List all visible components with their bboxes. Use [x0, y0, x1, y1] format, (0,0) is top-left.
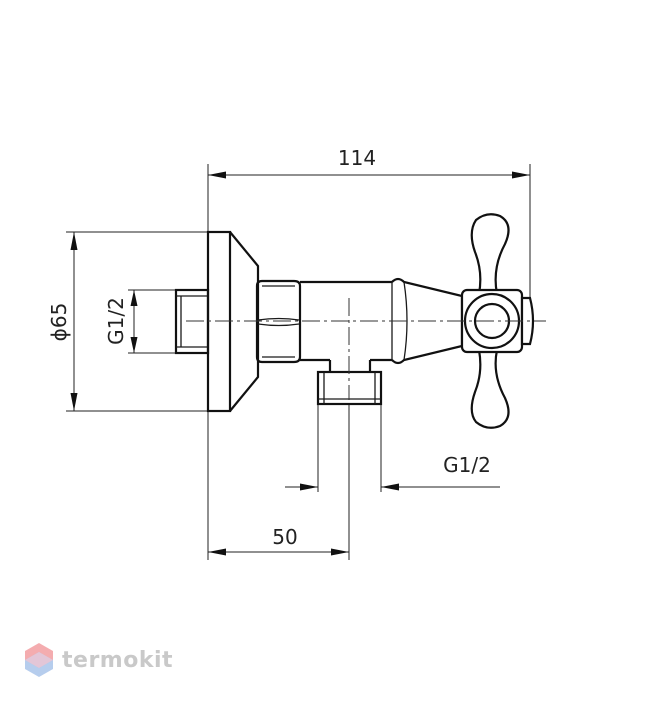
- handle-upper-arm: [470, 213, 510, 296]
- outlet-offset-label: 50: [272, 525, 297, 549]
- brand-name: termokit: [62, 647, 174, 673]
- body-cylinder: [300, 280, 392, 362]
- flange-diameter-label: ϕ65: [47, 303, 71, 342]
- dimension-outlet-thread: G1/2: [285, 404, 500, 492]
- hexagon-logo-icon: [25, 643, 53, 677]
- valve-body: [174, 230, 464, 413]
- dimension-outlet-offset: 50: [207, 404, 350, 560]
- termokit-watermark: termokit: [24, 640, 173, 680]
- outlet-thread-label: G1/2: [443, 453, 491, 477]
- dimension-overall-width: 114: [207, 146, 531, 300]
- centerlines: [186, 298, 546, 400]
- hex-nut: [255, 279, 302, 364]
- dimension-flange-diameter: ϕ65: [47, 231, 210, 412]
- dimension-inlet-thread: G1/2: [104, 289, 178, 354]
- inlet-thread-label: G1/2: [104, 297, 128, 345]
- overall-width-label: 114: [338, 146, 376, 170]
- handle-lower-arm: [470, 348, 510, 429]
- cross-handle: [460, 213, 535, 429]
